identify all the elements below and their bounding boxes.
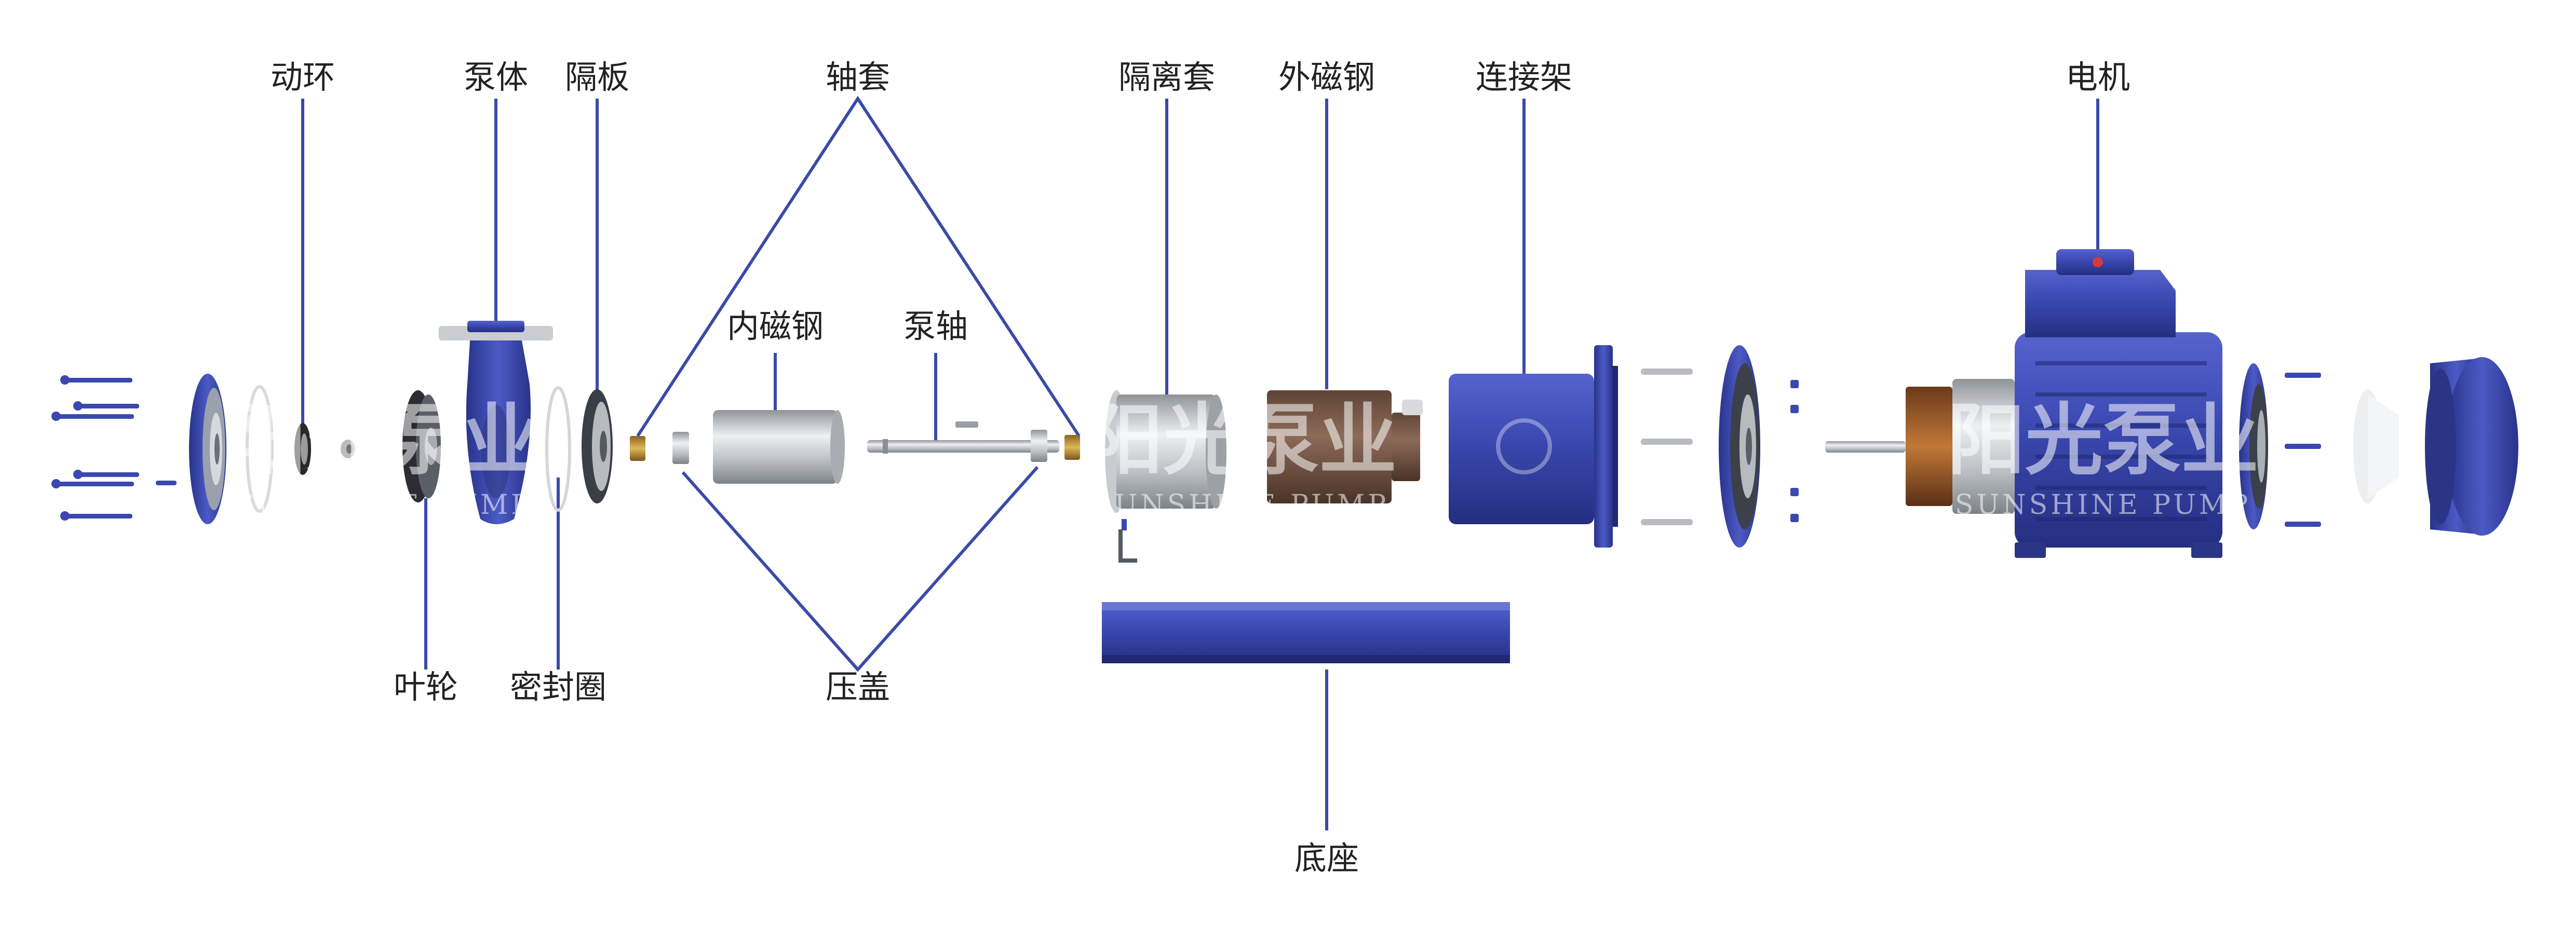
svg-text:阳光泵业: 阳光泵业 (1947, 394, 2259, 486)
cooling-fan (2353, 389, 2399, 503)
svg-text:SUNSHINE PUMP: SUNSHINE PUMP (236, 489, 533, 521)
label-di-zuo: 底座 (1294, 839, 1359, 877)
nei-ci-gang-part (713, 410, 845, 484)
ya-gai-right (1031, 430, 1047, 462)
label-ge-ban: 隔板 (565, 58, 629, 96)
label-lian-jie-jia: 连接架 (1476, 58, 1572, 96)
watermark-right: 阳光泵业 SUNSHINE PUMP (1947, 394, 2259, 521)
ge-li-tao-part (1105, 390, 1226, 513)
label-dian-ji: 电机 (2066, 58, 2130, 96)
watermark-center: 阳光泵业 SUNSHINE PUMP (1085, 394, 1397, 521)
label-nei-ci-gang: 内磁钢 (727, 307, 824, 345)
svg-text:阳光泵业: 阳光泵业 (1085, 394, 1397, 486)
label-beng-zhou: 泵轴 (903, 307, 968, 345)
small-nut (341, 440, 355, 458)
bracket-l (1118, 519, 1137, 563)
svg-text:SUNSHINE PUMP: SUNSHINE PUMP (1955, 489, 2251, 521)
lian-jie-jia-part (1449, 345, 1618, 548)
zhou-tao-right (1064, 435, 1080, 460)
zhou-tao-left (630, 436, 645, 461)
fan-cover (2425, 357, 2518, 536)
bolts-left-group (51, 375, 177, 521)
part-labels: 动环 泵体 隔板 轴套 隔离套 外磁钢 连接架 电机 内磁钢 泵轴 叶轮 密封圈… (271, 58, 2130, 877)
label-ya-gai: 压盖 (826, 668, 890, 706)
label-beng-ti: 泵体 (464, 58, 528, 96)
impeller (402, 390, 441, 502)
dong-huan-part (294, 423, 311, 475)
svg-text:SUNSHINE PUMP: SUNSHINE PUMP (1093, 489, 1390, 521)
wai-ci-gang-part (1267, 390, 1423, 503)
di-zuo-part (1102, 602, 1510, 663)
svg-text:阳光泵业: 阳光泵业 (228, 394, 540, 486)
flange-bolts (1641, 369, 1693, 525)
label-ge-li-tao: 隔离套 (1118, 58, 1215, 96)
mi-feng-quan-part (545, 386, 571, 512)
label-zhou-tao: 轴套 (826, 58, 890, 96)
motor-rotor (1825, 379, 2015, 514)
beng-zhou-part (867, 421, 1059, 454)
motor-housing (2015, 249, 2222, 558)
small-fasteners (1790, 380, 1799, 522)
motor-rear-flange (2239, 363, 2268, 529)
ge-ban-part (582, 389, 613, 503)
leader-zhou-tao (636, 95, 1081, 437)
label-dong-huan: 动环 (271, 58, 335, 96)
pump-front-cover (189, 374, 226, 524)
ya-gai-left (672, 432, 689, 464)
label-mi-feng-quan: 密封圈 (510, 668, 606, 706)
label-ye-lun: 叶轮 (394, 668, 458, 706)
pump-body (439, 321, 553, 524)
leader-ya-gai (681, 466, 1039, 672)
o-ring-thin (246, 385, 274, 513)
label-wai-ci-gang: 外磁钢 (1278, 58, 1375, 96)
motor-front-flange (1719, 345, 1760, 548)
rear-bolts (2285, 373, 2321, 527)
watermark-left: 阳光泵业 SUNSHINE PUMP (228, 394, 540, 521)
